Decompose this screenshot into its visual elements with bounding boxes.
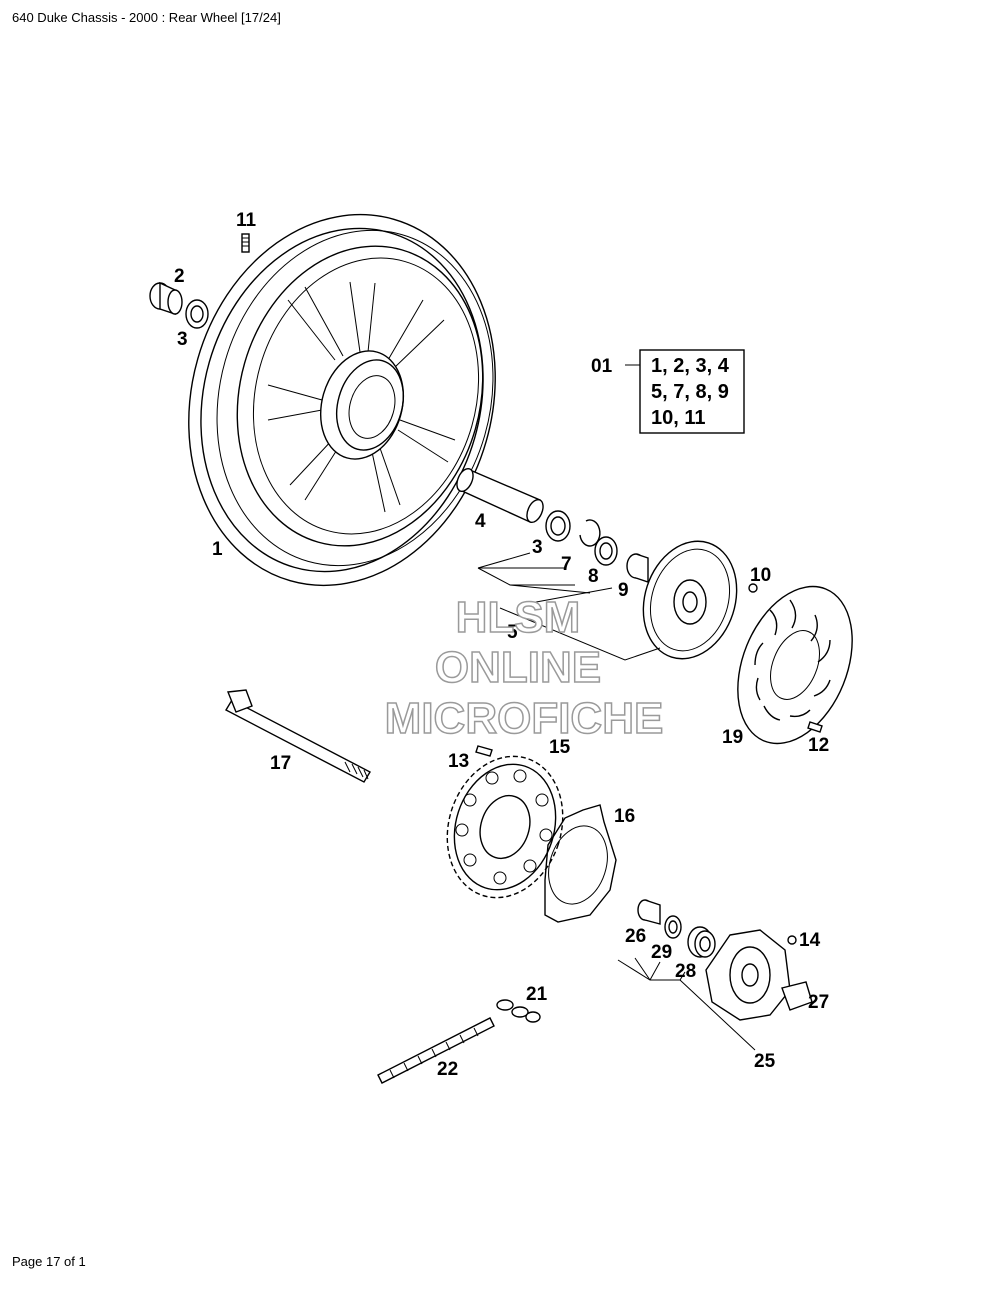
callout-28: 28 [675,961,696,982]
callout-14: 14 [799,930,821,951]
carrier-bearing-group [637,899,716,958]
rear-wheel-rim [188,213,496,587]
tire-valve [241,233,250,253]
wheel-bearing-left [185,299,209,329]
sprocket-bolt [475,745,493,757]
sprocket-gasket [544,804,617,923]
callout-9: 9 [618,580,629,601]
callout-5: 5 [507,622,518,643]
callout-1: 1 [212,539,223,560]
drive-chain [377,1017,495,1084]
sprocket-carrier [705,929,797,1021]
callout-4: 4 [475,511,486,532]
callout-8: 8 [588,566,599,587]
callout-25: 25 [754,1051,776,1072]
cush-drive-rubbers [781,981,813,1011]
callout-10: 10 [750,565,771,586]
disc-bolt [748,583,758,593]
callout-29: 29 [651,942,672,963]
callout-12: 12 [808,735,829,756]
kit-line-3: 10, 11 [651,407,706,429]
callout-26: 26 [625,926,646,947]
page-title: 640 Duke Chassis - 2000 : Rear Wheel [17… [12,10,281,25]
callout-11: 11 [236,210,257,231]
callout-3-upper: 3 [177,329,188,350]
callout-labels: 1 2 3 3 4 5 7 8 9 10 11 12 13 14 15 16 1… [174,210,829,1080]
callout-16: 16 [614,806,635,827]
watermark-line-3: MICROFICHE [385,694,664,743]
callout-13: 13 [448,751,469,772]
callout-15: 15 [549,737,571,758]
callout-22: 22 [437,1059,458,1080]
callout-27: 27 [808,992,829,1013]
callout-17: 17 [270,753,291,774]
chain-master-link [496,999,541,1023]
kit-label: 01 [591,356,613,377]
kit-box: 01 1, 2, 3, 4 5, 7, 8, 9 10, 11 [591,349,745,434]
leader-lines [477,364,756,1051]
callout-21: 21 [526,984,548,1005]
rear-sprocket [446,755,564,899]
callout-3-lower: 3 [532,537,543,558]
bearing-circlip-seal-group [545,510,649,583]
watermark-line-2: ONLINE [435,643,601,692]
watermark: HLSM ONLINE MICROFICHE [384,592,664,744]
spacer-bushing [149,281,183,315]
kit-line-1: 1, 2, 3, 4 [651,355,730,377]
rear-axle [225,689,371,783]
watermark-line-1: HLSM [456,593,581,642]
callout-19: 19 [722,727,743,748]
kit-line-2: 5, 7, 8, 9 [651,381,729,403]
page-footer: Page 17 of 1 [12,1254,86,1269]
callout-2: 2 [174,266,185,287]
callout-7: 7 [561,554,572,575]
disc-screw [807,721,823,733]
axle-spacer-tube [456,467,544,524]
brake-flange-hub [642,540,738,660]
rear-brake-disc [737,585,853,745]
